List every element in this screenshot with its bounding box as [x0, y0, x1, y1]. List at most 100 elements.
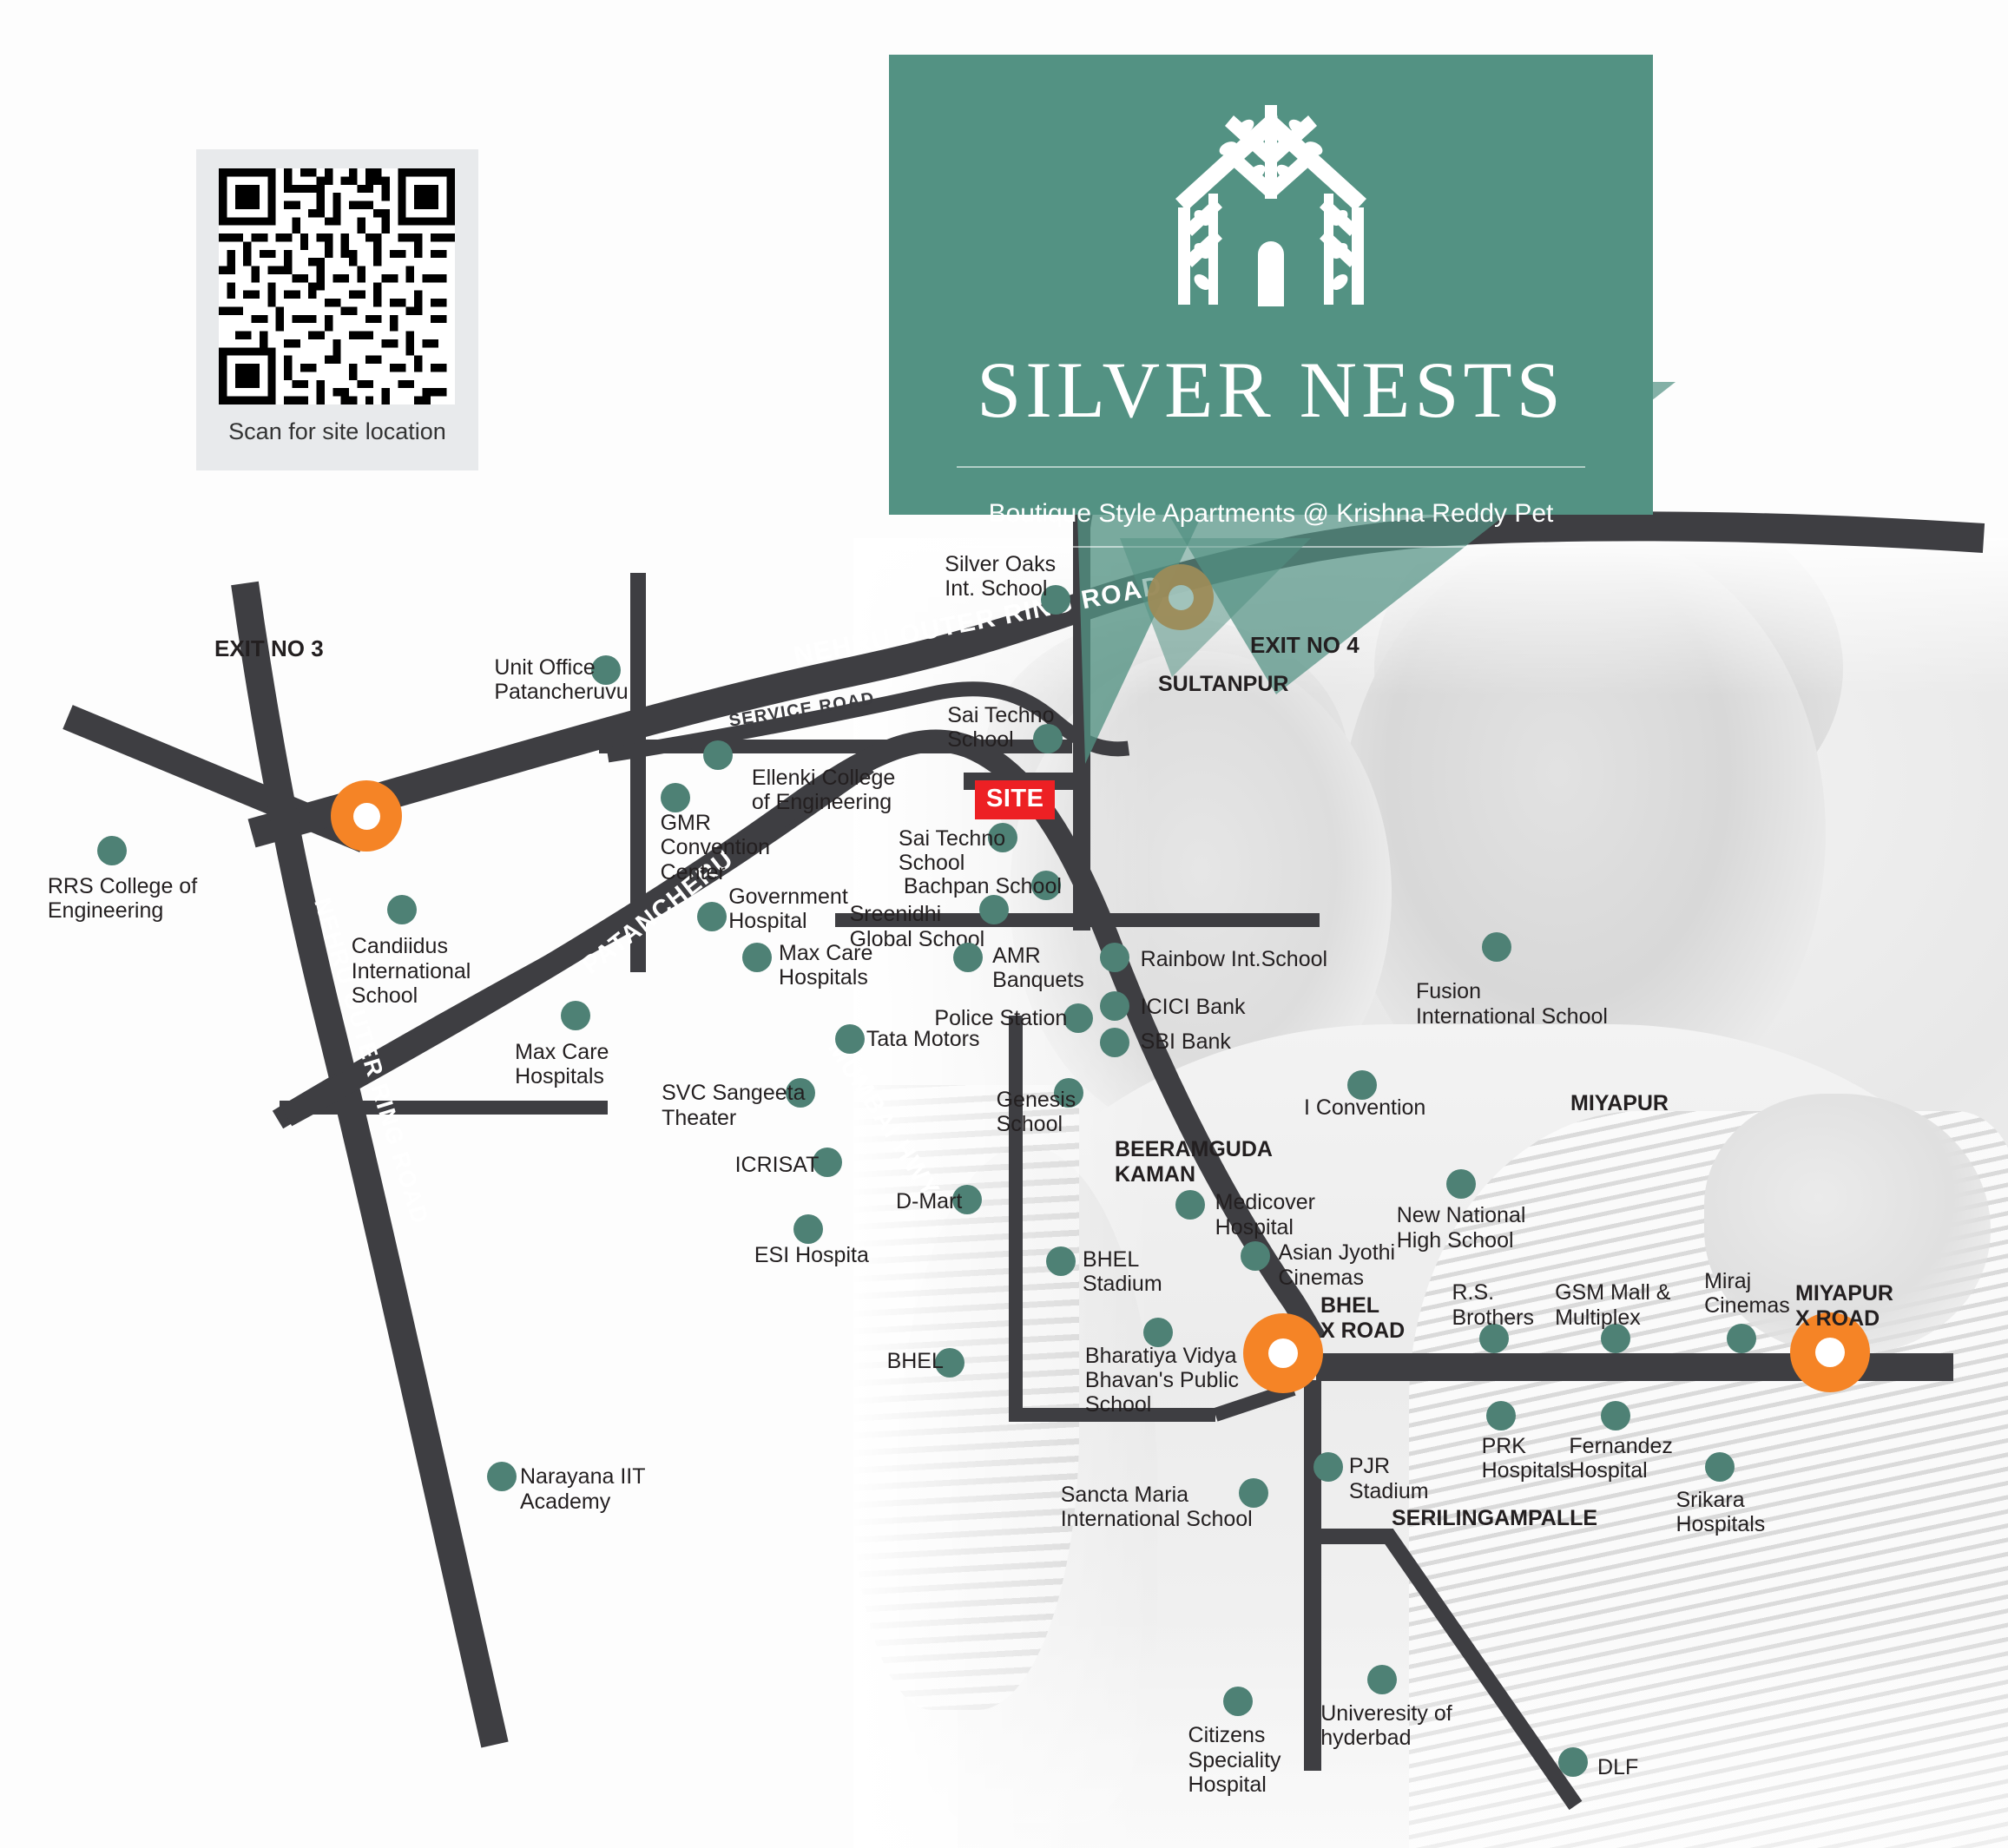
qr-panel[interactable]: Scan for site location	[196, 149, 478, 470]
poi-dot	[1143, 1317, 1174, 1347]
poi-label: BHEL Stadium	[1082, 1246, 1162, 1296]
junction-exit-no-3[interactable]	[331, 780, 402, 852]
poi-label: Sancta Maria International School	[1060, 1483, 1253, 1532]
poi-dot	[786, 1077, 816, 1108]
junction-miyapur-x-road[interactable]	[1790, 1312, 1870, 1392]
poi-label: Univeresity of hyderbad	[1320, 1701, 1452, 1751]
poi-label: Citizens Speciality Hospital	[1188, 1723, 1281, 1797]
poi-label: Fusion International School	[1415, 979, 1608, 1029]
area-beeramguda-kaman: BEERAMGUDA KAMAN	[1115, 1137, 1273, 1187]
poi-dot	[1485, 1400, 1516, 1430]
poi-label: Narayana IIT Academy	[520, 1464, 646, 1514]
poi-label: ICICI Bank	[1140, 995, 1246, 1020]
poi-dot	[386, 895, 417, 925]
poi-dot	[591, 655, 622, 686]
poi-dot	[1479, 1324, 1510, 1353]
road-dlf-branch	[1313, 1529, 1583, 1811]
poi-dot	[741, 943, 772, 973]
poi-label: Max Care Hospitals	[515, 1040, 609, 1089]
poi-label: Medicover Hospital	[1215, 1190, 1315, 1240]
poi-dot	[1040, 584, 1070, 615]
poi-dot	[988, 823, 1018, 853]
poi-dot	[696, 901, 727, 931]
poi-label: RRS College of Engineering	[47, 873, 198, 923]
poi-label: Sai Techno School	[947, 702, 1055, 752]
poi-label: Sreenidhi Global School	[849, 902, 985, 951]
poi-dot	[1100, 943, 1129, 973]
area-bhel-x-road: BHEL X ROAD	[1320, 1293, 1406, 1343]
brand-name: SILVER NESTS	[977, 345, 1565, 434]
poi-label: Srikara Hospitals	[1676, 1487, 1766, 1537]
poi-label: New National High School	[1396, 1203, 1526, 1253]
poi-label: DLF	[1597, 1755, 1639, 1780]
poi-dot	[96, 836, 127, 866]
poi-label: Sai Techno School	[898, 825, 1006, 876]
poi-label: ESI Hospita	[754, 1243, 869, 1268]
poi-label: Bharatiya Vidya Bhavan's Public School	[1084, 1343, 1240, 1417]
poi-label: Unit Office Patancheruvu	[494, 654, 629, 704]
qr-code-icon	[219, 168, 455, 404]
poi-dot	[1031, 871, 1062, 901]
brand-rule-top	[957, 466, 1585, 468]
poi-dot	[661, 783, 691, 813]
brand-rule-bottom	[957, 546, 1585, 548]
poi-label: PJR Stadium	[1348, 1454, 1429, 1503]
poi-dot	[1600, 1324, 1630, 1353]
poi-label: Asian Jyothi Cinemas	[1278, 1240, 1396, 1290]
poi-label: Tata Motors	[866, 1027, 980, 1052]
area-serilingampalle: SERILINGAMPALLE	[1392, 1506, 1598, 1530]
poi-label: R.S. Brothers	[1452, 1280, 1534, 1330]
road-bhel-loop-join	[1213, 1382, 1296, 1422]
poi-label: I Convention	[1303, 1095, 1426, 1120]
poi-dot	[1223, 1687, 1254, 1717]
poi-label: SVC Sangeeta Theater	[662, 1081, 806, 1130]
poi-label: Fernandez Hospital	[1569, 1433, 1673, 1483]
poi-dot	[1239, 1477, 1269, 1508]
poi-dot	[560, 1000, 590, 1030]
poi-dot	[1704, 1452, 1735, 1483]
poi-dot	[1240, 1241, 1270, 1272]
poi-label: AMR Banquets	[992, 943, 1084, 993]
poi-dot	[813, 1147, 843, 1177]
poi-label: Government Hospital	[728, 884, 848, 933]
poi-label: Max Care Hospitals	[779, 940, 873, 990]
exit-no-3-label: EXIT NO 3	[214, 635, 324, 661]
poi-dot	[1032, 724, 1063, 754]
poi-label: Ellenki College of Engineering	[751, 766, 896, 815]
area-sultanpur: SULTANPUR	[1158, 672, 1289, 696]
poi-dot	[1063, 1003, 1094, 1033]
poi-dot	[1313, 1452, 1344, 1483]
poi-dot	[952, 943, 983, 973]
brand-tagline: Boutique Style Apartments @ Krishna Redd…	[988, 499, 1554, 528]
exit-no-4-label: EXIT NO 4	[1250, 632, 1360, 658]
poi-dot	[1367, 1664, 1398, 1694]
junction-exit-no-4[interactable]	[1148, 564, 1214, 630]
poi-dot	[978, 895, 1009, 925]
road-mumbai-hwy	[280, 729, 1327, 1346]
poi-label: Genesis School	[996, 1087, 1076, 1137]
poi-dot	[703, 740, 734, 771]
poi-dot	[1482, 932, 1512, 963]
poi-dot	[1727, 1324, 1757, 1353]
road-bhel-loop	[1009, 1016, 1215, 1422]
poi-dot	[793, 1213, 824, 1244]
area-miyapur: MIYAPUR	[1570, 1091, 1669, 1115]
poi-label: BHEL	[886, 1348, 944, 1373]
area-miyapur-x-road: MIYAPUR X ROAD	[1795, 1281, 1893, 1331]
poi-dot	[1445, 1169, 1476, 1200]
poi-dot	[1557, 1746, 1588, 1777]
poi-dot	[1600, 1400, 1630, 1430]
brand-card: SILVER NESTS Boutique Style Apartments @…	[889, 55, 1653, 548]
poi-label: Silver Oaks Int. School	[945, 552, 1057, 602]
junction-bhel-x-road[interactable]	[1243, 1313, 1323, 1393]
poi-dot	[1053, 1077, 1083, 1108]
poi-label: ICRISAT	[734, 1153, 820, 1178]
poi-label: Rainbow Int.School	[1140, 947, 1328, 972]
poi-dot	[834, 1023, 865, 1054]
poi-dot	[1346, 1069, 1377, 1100]
poi-dot	[1100, 991, 1129, 1022]
poi-dot	[951, 1184, 982, 1214]
poi-label: SBI Bank	[1140, 1029, 1231, 1055]
